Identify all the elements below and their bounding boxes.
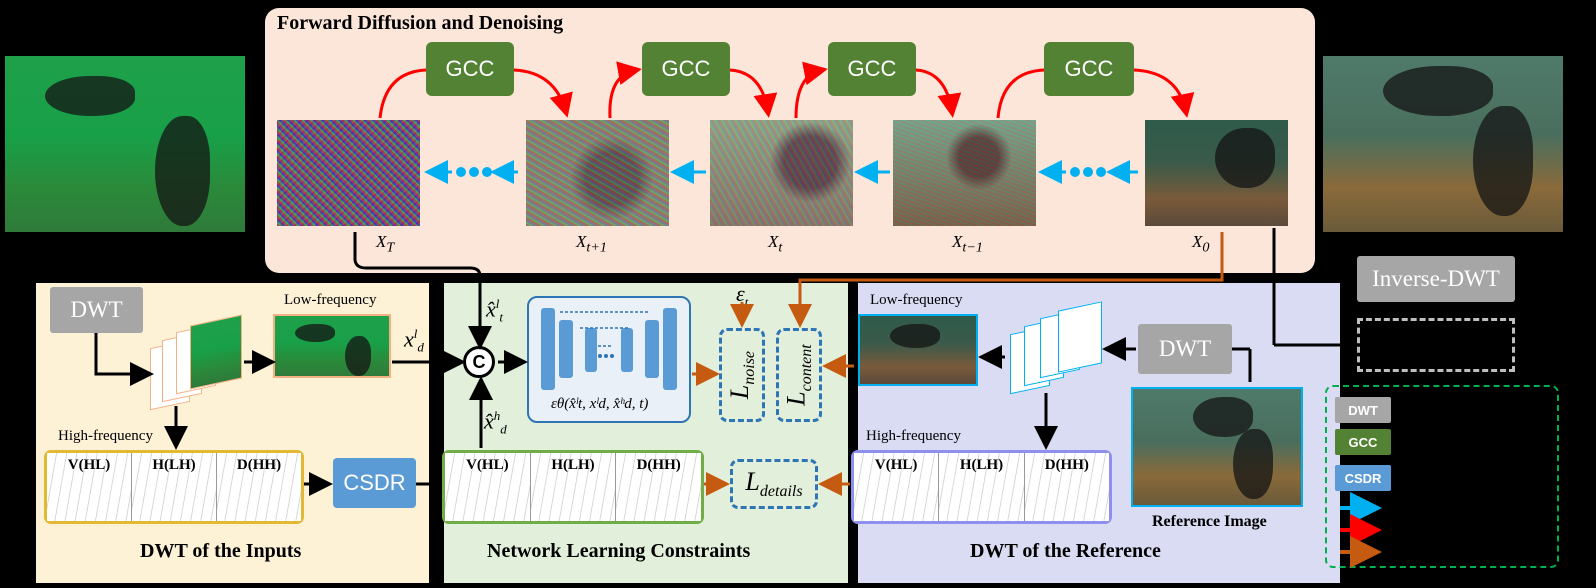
unet-block: εθ(x̂ˡt, xˡd, x̂ʰd, t) [527,296,691,423]
input-image [5,56,245,232]
gcc-box-3: GCC [828,42,916,96]
gcc-arrows [378,61,1195,119]
unet-skip-arrows [560,311,650,347]
diffusion-dots [456,167,1106,177]
section-title-right: DWT of the Reference [970,540,1161,562]
loss-content-box: Lcontent [776,328,822,422]
top-panel-title: Forward Diffusion and Denoising [277,12,564,34]
subband-v-middle: V(HL) [466,457,509,473]
x-hat-h-label: x̂hd [484,408,507,437]
frame-x-0 [1145,120,1288,226]
subband-d-left: D(HH) [236,457,282,473]
legend-gcc: GCC [1335,429,1391,455]
epsilon-theta-label: εθ(x̂ˡt, xˡd, x̂ʰd, t) [551,396,649,412]
frame-x-t-plus-1 [526,120,669,226]
legend-arrows [1340,492,1382,568]
inverse-dwt-dashed-box [1357,318,1515,372]
reference-image [1131,387,1303,507]
x-hat-l-label: x̂lt [486,296,504,325]
gcc-box-2: GCC [642,42,730,96]
csdr-box: CSDR [333,458,416,508]
high-frequency-band-right: V(HL) H(LH) D(HH) [851,450,1112,524]
label-x-t: Xt [768,232,783,256]
gcc-box-1: GCC [426,42,514,96]
frame-x-t-minus-1 [893,120,1036,226]
section-title-middle: Network Learning Constraints [487,540,751,562]
subband-d-middle: D(HH) [636,457,681,473]
section-title-left: DWT of the Inputs [140,540,302,562]
dwt-box-reference: DWT [1138,324,1232,374]
high-frequency-band-middle: V(HL) H(LH) D(HH) [442,450,704,524]
label-x-0: X0 [1192,232,1210,256]
high-frequency-band-left: V(HL) H(LH) D(HH) [44,450,304,524]
label-x-T: XT [376,232,395,256]
label-x-t-minus-1: Xt−1 [952,232,983,256]
loss-noise-box: Lnoise [719,328,765,422]
high-frequency-label-right: High-frequency [866,428,961,444]
low-frequency-label-right: Low-frequency [870,292,963,308]
loss-details-box: Ldetails [730,459,818,509]
dwt-box-input: DWT [50,287,143,333]
x-d-l-label: xld [404,326,424,355]
subband-v-left: V(HL) [67,457,111,473]
label-x-t-plus-1: Xt+1 [576,232,607,256]
output-image [1323,56,1563,232]
subband-h-middle: H(LH) [551,457,595,473]
black-connectors [94,228,1350,496]
legend-dwt: DWT [1335,397,1391,423]
subband-h-right: H(LH) [959,457,1004,473]
legend-box: DWT GCC CSDR [1325,385,1559,568]
frame-x-t [710,120,853,226]
legend-csdr: CSDR [1335,465,1391,491]
reference-image-label: Reference Image [1152,513,1267,530]
high-frequency-label-left: High-frequency [58,428,153,444]
loss-arrows [692,232,1224,496]
frame-x-T [277,120,420,226]
low-frequency-image-right [858,314,978,386]
low-frequency-image-left [273,314,391,378]
gcc-box-4: GCC [1044,42,1134,96]
low-frequency-label-left: Low-frequency [284,292,377,308]
subband-d-right: D(HH) [1044,457,1089,473]
unet-dots [598,354,614,358]
epsilon-t-label: εt [736,281,749,310]
subband-h-left: H(LH) [152,457,196,473]
subband-v-right: V(HL) [874,457,918,473]
inverse-dwt-box: Inverse-DWT [1357,256,1515,302]
